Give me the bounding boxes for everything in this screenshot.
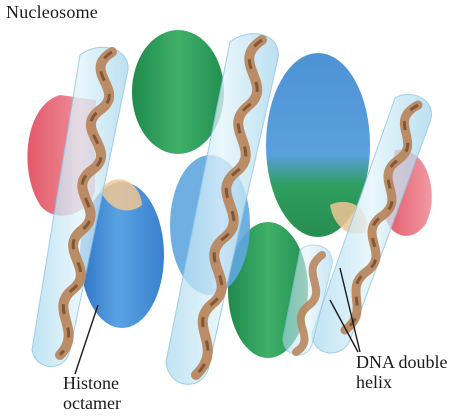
dna-label-line1: DNA double bbox=[356, 352, 448, 372]
histone-leader-line bbox=[75, 305, 98, 374]
diagram-title: Nucleosome bbox=[6, 2, 98, 22]
histone-label-line2: octamer bbox=[63, 393, 121, 413]
histone-green-top bbox=[132, 30, 224, 154]
dna-label-line2: helix bbox=[356, 372, 448, 392]
histone-label-line1: Histone bbox=[63, 373, 121, 393]
dna-double-helix bbox=[32, 34, 431, 385]
dna-double-helix-label: DNA double helix bbox=[356, 352, 448, 392]
histone-octamer-label: Histone octamer bbox=[63, 373, 121, 413]
